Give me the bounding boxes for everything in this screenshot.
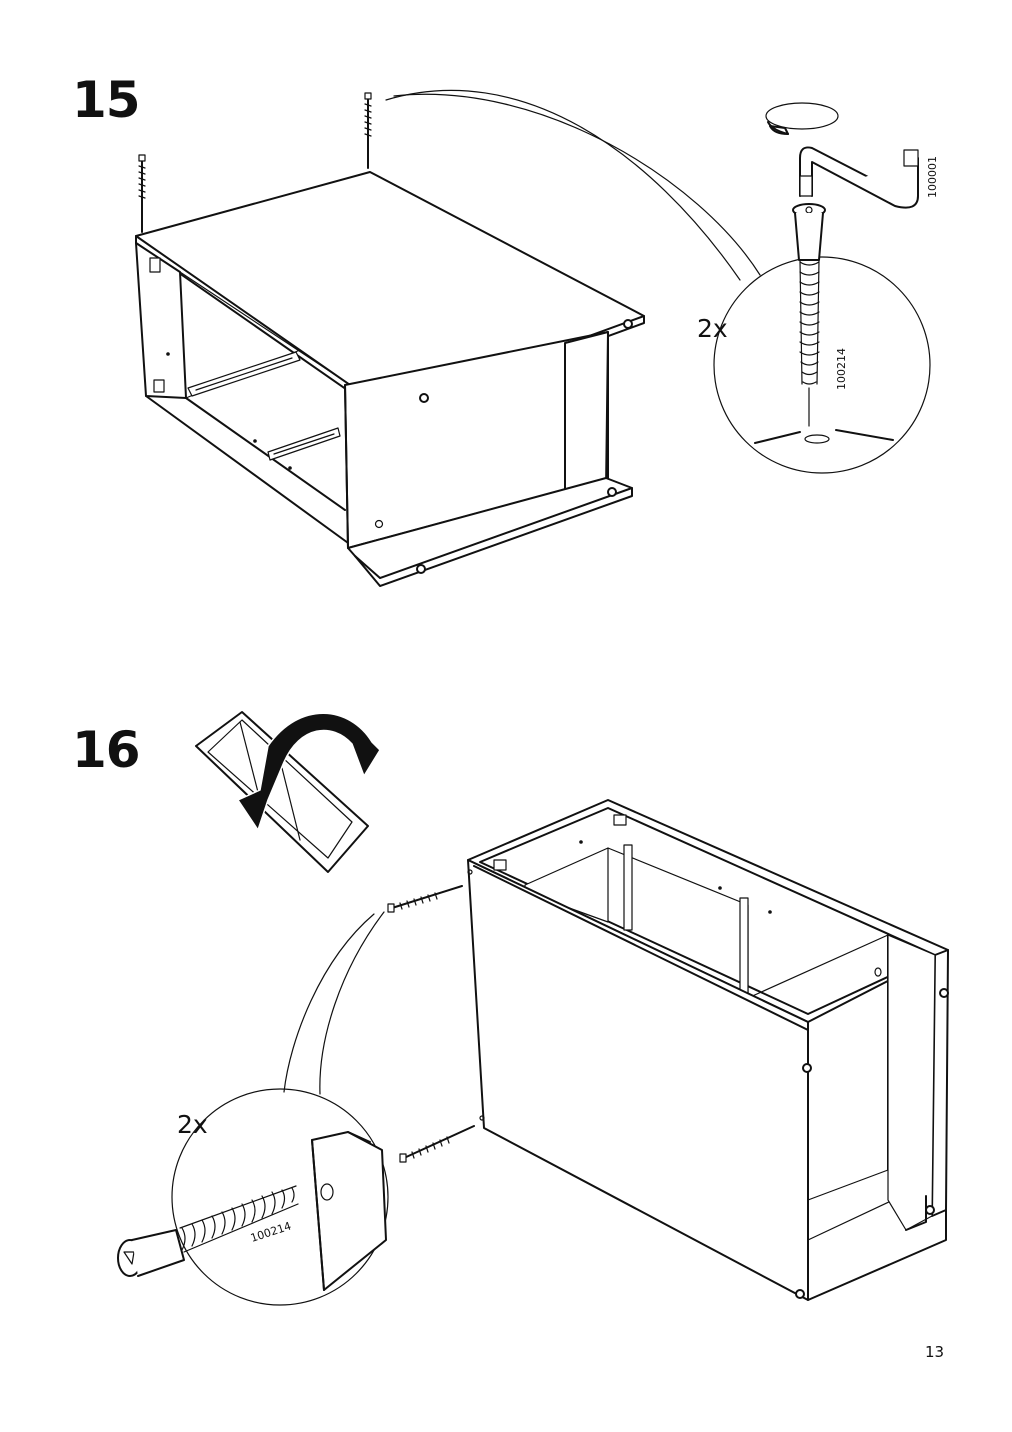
step15-tool-code: 100001 (926, 156, 939, 198)
step16-screws (387, 885, 475, 1163)
page-number: 13 (925, 1343, 945, 1361)
step16-rotate-icon (195, 711, 381, 873)
step16-callout-leader (283, 911, 385, 1095)
step15-screws (138, 92, 372, 233)
step15-callout-leader (385, 89, 761, 281)
step16-quantity: 2x (177, 1110, 208, 1139)
step-number-16: 16 (72, 721, 141, 779)
step15-hex-key: 100001 (765, 102, 939, 209)
step16-screw-code: 100214 (249, 1220, 293, 1245)
step16-detail-circle: 100214 (117, 1088, 389, 1306)
step15-detail-circle: 100214 (713, 203, 931, 474)
step16-cabinet (467, 799, 949, 1301)
step15-cabinet (135, 171, 645, 587)
step-number-15: 15 (72, 71, 141, 129)
step15-screw-code: 100214 (835, 348, 848, 390)
step15-quantity: 2x (697, 314, 728, 343)
